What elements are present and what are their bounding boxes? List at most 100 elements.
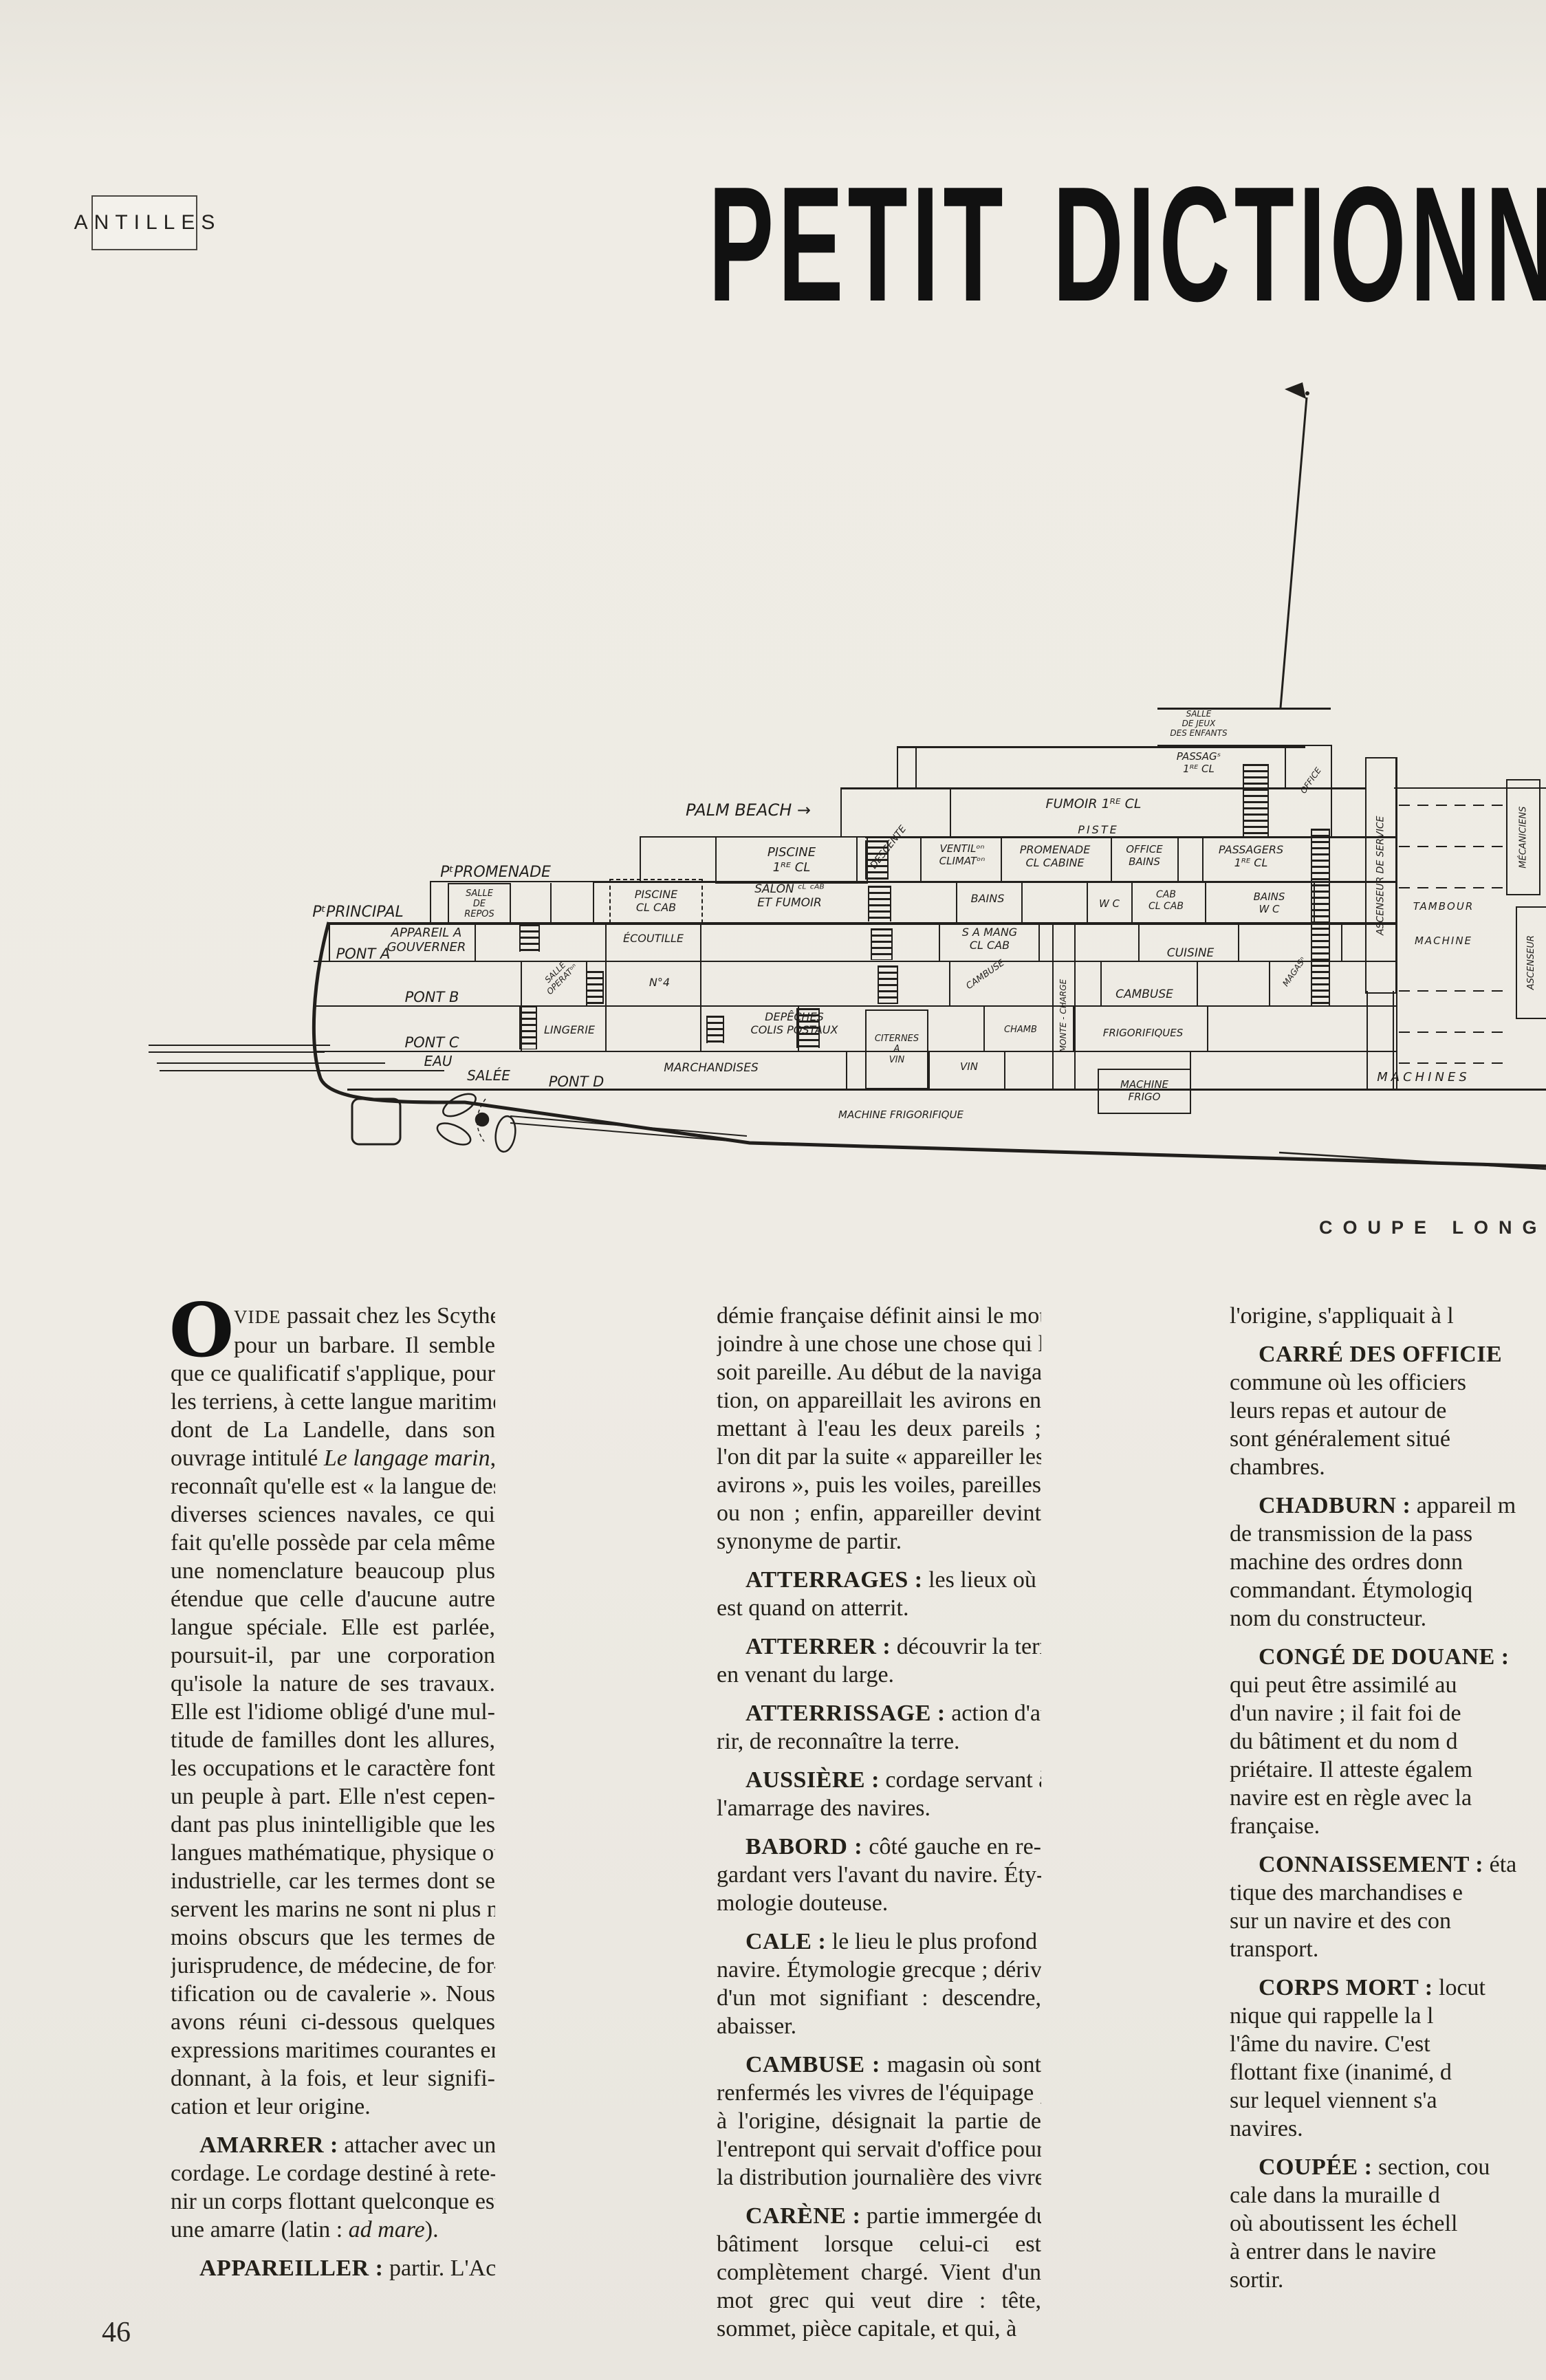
text-line: ouvrage intitulé Le langage marin,	[171, 1445, 495, 1471]
text-line: sur lequel viennent s'a	[1230, 2088, 1437, 2113]
diagram-line	[1001, 836, 1002, 881]
diagram-label-text: ASCENSEUR DE SERVICE	[1375, 816, 1386, 935]
diagram-line	[475, 922, 476, 961]
waterline-marks	[149, 1045, 444, 1071]
diagram-line	[949, 961, 950, 1005]
diagram-label: VENTILᵒⁿ CLIMATᵒⁿ	[939, 842, 986, 867]
diagram-label: SALON ᶜᴸ ᶜᴬᴮ ET FUMOIR	[754, 882, 825, 910]
diagram-line	[856, 836, 858, 881]
stairway-hatch	[796, 1008, 820, 1048]
text-line: reconnaît qu'elle est « la langue des	[171, 1474, 495, 1499]
diagram-line	[605, 922, 607, 1051]
diagram-label: PASSAGERS 1ᴿᴱ CL	[1218, 843, 1284, 869]
diagram-line	[1269, 961, 1270, 1005]
diagram-label: MACHINE FRIGORIFIQUE	[838, 1109, 963, 1121]
diagram-line	[1399, 846, 1506, 847]
text-line: sortir.	[1230, 2267, 1284, 2293]
text-line: de transmission de la pass	[1230, 1521, 1473, 1547]
text-line: leurs repas et autour de	[1230, 1398, 1447, 1423]
stairway-hatch	[519, 924, 540, 952]
diagram-line	[640, 836, 641, 881]
text-line: à l'origine, désignait la partie de	[717, 2108, 1041, 2134]
text-line: abaisser.	[717, 2013, 797, 2039]
diagram-line	[915, 746, 917, 787]
diagram-label: LINGERIE	[543, 1023, 596, 1036]
text-line: en venant du large.	[717, 1662, 895, 1688]
text-line: expressions maritimes courantes en	[171, 2038, 495, 2063]
diagram-label: TAMBOUR	[1413, 900, 1474, 913]
text-line: langues mathématique, physique ou	[171, 1840, 495, 1866]
text-line: navire est en règle avec la	[1230, 1785, 1472, 1811]
text-line: gardant vers l'avant du navire. Éty-	[717, 1862, 1041, 1888]
diagram-label: OFFICE BAINS	[1126, 843, 1163, 868]
diagram-label: BAINS W C	[1253, 891, 1285, 915]
diagram-line	[1111, 836, 1112, 881]
diagram-line	[1021, 881, 1023, 922]
propeller-shaft	[510, 1115, 748, 1143]
text-line: AMARRER : attacher avec un	[199, 2132, 495, 2158]
text-line: jurisprudence, de médecine, de for-	[171, 1953, 495, 1978]
diagram-label: EAU	[424, 1053, 453, 1069]
diagram-line	[640, 836, 717, 838]
diagram-line	[550, 883, 552, 922]
text-line: cation et leur origine.	[171, 2094, 371, 2119]
diagram-label: MONTE - CHARGE	[1052, 943, 1074, 1088]
text-line: démie française définit ainsi le mot :	[717, 1303, 1041, 1329]
diagram-label: FUMOIR 1ᴿᴱ CL	[1045, 796, 1142, 811]
diagram-line	[1399, 887, 1506, 888]
diagram-line	[430, 881, 593, 882]
diagram-label: MACHINES	[1377, 1070, 1470, 1084]
diagram-label: ÉCOUTILLE	[622, 932, 684, 945]
diagram-line	[1052, 922, 1054, 1089]
diagram-label: W C	[1098, 897, 1120, 910]
diagram-label: PROMENADE CL CABINE	[1019, 843, 1091, 869]
section-tag-label: ANTILLES	[74, 211, 221, 234]
diagram-label: FRIGORIFIQUES	[1102, 1027, 1184, 1039]
diagram-line	[347, 1089, 1546, 1091]
text-line: nir un corps flottant quelconque est	[171, 2189, 495, 2214]
text-line: complètement chargé. Vient d'un	[717, 2260, 1041, 2285]
text-line: tique des marchandises e	[1230, 1880, 1463, 1906]
diagram-line	[1157, 745, 1331, 746]
text-line: commune où les officiers	[1230, 1370, 1467, 1395]
dictionary-entry: ATTERRISSAGE : action d'atter-rir, de re…	[717, 1699, 1041, 1756]
stairway-hatch	[878, 965, 898, 1004]
diagram-label: PᵗPRINCIPAL	[312, 904, 404, 921]
text-line: BABORD : côté gauche en re-	[745, 1834, 1041, 1859]
text-line: CONNAISSEMENT : éta	[1259, 1852, 1517, 1877]
diagram-line	[840, 787, 842, 836]
text-line: navires.	[1230, 2116, 1303, 2141]
diagram-label: SALLE DE REPOS	[448, 883, 511, 925]
text-line: l'entrepont qui servait d'office pour	[717, 2137, 1041, 2162]
diagram-label: MÉCANICIENS	[1506, 779, 1540, 895]
text-line: la distribution journalière des vivres.	[717, 2165, 1041, 2190]
diagram-line	[1367, 991, 1368, 1089]
text-line: mettant à l'eau les deux pareils ;	[717, 1416, 1041, 1441]
text-line: joindre à une chose une chose qui lui	[717, 1331, 1041, 1357]
diagram-line	[1131, 881, 1133, 922]
diagram-label: SALÉE	[467, 1067, 510, 1084]
diagram-line	[928, 1051, 930, 1089]
diagram-label: PASSAGˢ 1ᴿᴱ CL	[1176, 750, 1221, 775]
diagram-label: PISCINE CL CAB	[609, 879, 703, 924]
text-line: pour un barbare. Il semble	[234, 1333, 495, 1358]
diagram-line	[605, 1005, 700, 1007]
text-line: ATTERRER : découvrir la terre	[745, 1634, 1041, 1659]
text-line: qui peut être assimilé au	[1230, 1672, 1457, 1698]
diagram-label: VIN	[960, 1060, 978, 1073]
propeller	[436, 1093, 516, 1153]
diagram-line	[1087, 881, 1088, 922]
diagram-label: ASCENSEUR	[1516, 906, 1546, 1019]
text-line: moins obscurs que les termes de	[171, 1925, 495, 1950]
text-line: ou non ; enfin, appareiller devint	[717, 1500, 1041, 1526]
text-line: commandant. Étymologiq	[1230, 1577, 1473, 1603]
diagram-line	[605, 961, 700, 962]
diagram-line	[1399, 1062, 1506, 1064]
text-line: flottant fixe (inanimé, d	[1230, 2060, 1452, 2085]
diagram-label: CAB CL CAB	[1148, 889, 1184, 912]
text-line: CARÈNE : partie immergée du	[745, 2203, 1041, 2229]
text-line: une nomenclature beaucoup plus	[171, 1558, 495, 1584]
text-line: l'âme du navire. C'est	[1230, 2031, 1430, 2057]
